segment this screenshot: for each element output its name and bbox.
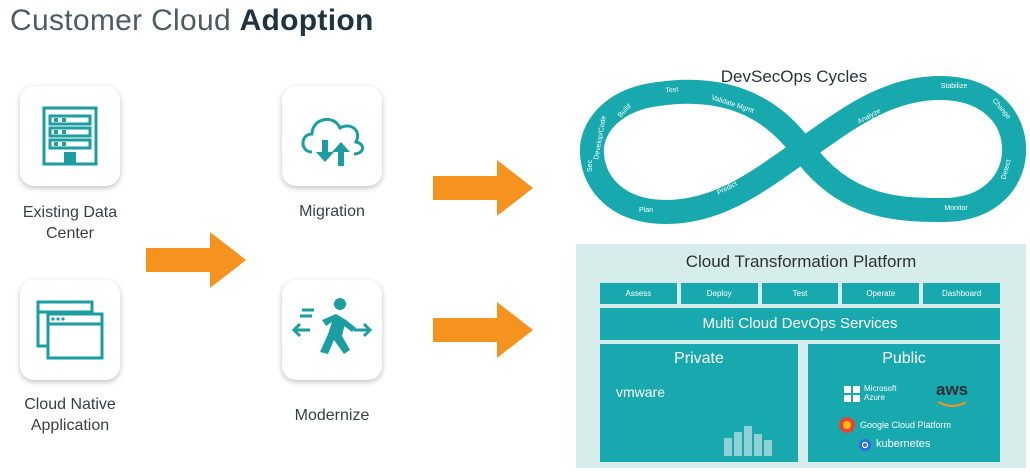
tab-assess: Assess	[600, 283, 677, 304]
public-panel: Public Microsoft Azure aws Google Cloud …	[808, 344, 1000, 462]
aws-logo: aws	[936, 380, 969, 399]
aws-smile-icon	[937, 401, 967, 407]
tab-operate: Operate	[842, 283, 920, 304]
tab-test: Test	[761, 283, 839, 304]
stage-label: Stabilize	[941, 83, 968, 90]
kubernetes-icon	[859, 439, 871, 451]
action-label-modernize: Modernize	[294, 407, 370, 424]
source-label-data-center: Existing Data Center	[0, 202, 140, 244]
running-person-icon	[292, 298, 372, 354]
platform-title: Cloud Transformation Platform	[685, 252, 917, 271]
source-label-line: Existing Data	[22, 204, 118, 221]
public-title: Public	[882, 350, 926, 367]
app-windows-icon	[36, 300, 104, 360]
azure-line: Microsoft	[864, 384, 897, 393]
azure-logo: Microsoft Azure	[864, 384, 896, 402]
server-rack-icon	[724, 426, 772, 456]
stage-label: Test	[665, 86, 679, 94]
source-label-line: Center	[45, 225, 95, 242]
modernize-tile	[282, 280, 382, 380]
source-label-line: Cloud Native	[24, 396, 116, 413]
windows-icon	[844, 386, 860, 402]
google-cloud-logo: Google Cloud Platform	[860, 420, 952, 430]
stage-label: Monitor	[944, 205, 968, 212]
source-label-cloud-native: Cloud Native Application	[0, 394, 140, 436]
cloud-transformation-platform: Cloud Transformation Platform Assess Dep…	[576, 244, 1026, 468]
data-center-tile	[20, 86, 120, 186]
devsecops-loop: Build Test Validate Mgmt Monitor Predict…	[580, 76, 1026, 224]
cloud-native-tile	[20, 280, 120, 380]
stage-label: Improve	[887, 135, 898, 161]
infinity-band	[580, 76, 1026, 224]
stage-label: Plan	[639, 207, 653, 214]
tab-deploy: Deploy	[680, 283, 758, 304]
tab-dashboard: Dashboard	[923, 283, 1000, 304]
multi-cloud-bar: Multi Cloud DevOps Services	[600, 308, 1000, 340]
vmware-logo: vmware	[616, 384, 666, 400]
cloud-migration-icon	[301, 118, 364, 166]
data-center-icon	[42, 106, 98, 166]
google-cloud-icon	[839, 417, 855, 433]
arrow-right-icon	[146, 232, 246, 288]
devsecops-title: DevSecOps Cycles	[720, 67, 868, 86]
arrow-right-icon	[433, 160, 533, 216]
action-label-migration: Migration	[299, 203, 365, 220]
title-light: Customer Cloud	[10, 4, 240, 37]
azure-line: Azure	[864, 393, 885, 402]
private-title: Private	[674, 350, 724, 367]
stage-label: Sec	[587, 159, 594, 172]
title-bold: Adoption	[239, 4, 374, 37]
kubernetes-logo: kubernetes	[876, 438, 931, 450]
platform-tab-row: Assess Deploy Test Operate Dashboard	[600, 283, 1000, 304]
private-panel: Private vmware	[600, 344, 798, 462]
migration-tile	[282, 86, 382, 186]
stage-label: Monitor	[710, 129, 725, 154]
arrow-right-icon	[433, 302, 533, 358]
source-label-line: Application	[30, 417, 110, 434]
page-title: Customer Cloud Adoption	[10, 4, 374, 38]
